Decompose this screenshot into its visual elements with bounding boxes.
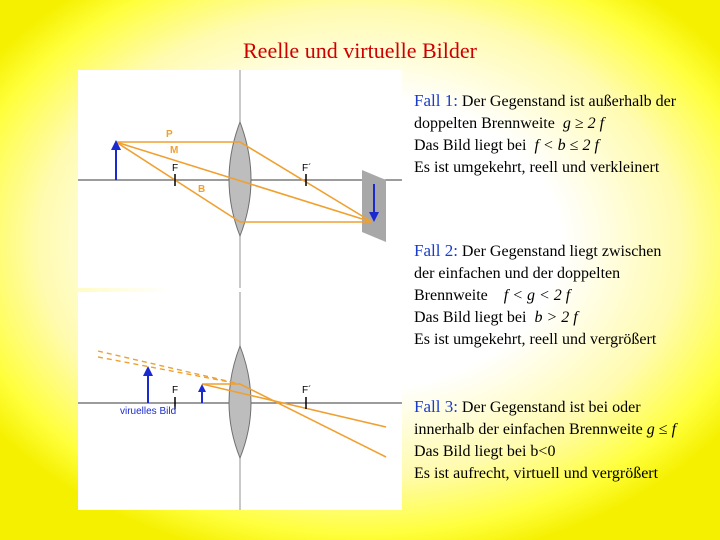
case-2-line4: Das Bild liegt bei bbox=[414, 309, 527, 326]
case-2-heading: Fall 2: bbox=[414, 241, 458, 260]
label-F: F bbox=[172, 163, 178, 174]
diagram-real-image: P M F F´ B bbox=[78, 70, 402, 288]
case-1-line2: doppelten Brennweite bbox=[414, 115, 555, 132]
case-1-heading: Fall 1: bbox=[414, 91, 458, 110]
label-F-prime: F´ bbox=[302, 384, 311, 396]
object-arrow-head bbox=[198, 384, 206, 392]
ray-center bbox=[115, 141, 373, 223]
virtual-extension-1 bbox=[97, 350, 241, 385]
case-1-formula-g: g ≥ 2 f bbox=[562, 115, 605, 132]
image-arrow-head bbox=[369, 212, 379, 222]
ray-focal bbox=[115, 141, 241, 223]
virtual-image-arrow-head bbox=[143, 366, 153, 376]
label-M: M bbox=[170, 145, 178, 156]
case-3-line4: Es ist aufrecht, virtuell und vergrößert bbox=[414, 465, 659, 482]
case-3-text: Fall 3: Der Gegenstand ist bei oder inne… bbox=[414, 396, 720, 485]
convex-lens bbox=[228, 120, 252, 238]
virtual-extension-2 bbox=[97, 356, 241, 385]
label-F-prime: F´ bbox=[302, 162, 311, 174]
object-arrow-head bbox=[111, 140, 121, 150]
case-3-line3: Das Bild liegt bei b<0 bbox=[414, 443, 556, 460]
case-1-text: Fall 1: Der Gegenstand ist außerhalb der… bbox=[414, 90, 720, 179]
case-3-heading: Fall 3: bbox=[414, 397, 458, 416]
diagram-virtual-image: F F´ viruelles Bild bbox=[78, 292, 402, 510]
case-3-line1: Der Gegenstand ist bei oder bbox=[461, 399, 641, 416]
page-title: Reelle und virtuelle Bilder bbox=[243, 38, 477, 63]
ray-center bbox=[201, 383, 387, 428]
case-1-line4: Es ist umgekehrt, reell und verkleinert bbox=[414, 159, 660, 176]
case-2-formula-b: b > 2 f bbox=[534, 309, 578, 326]
label-P: P bbox=[166, 129, 173, 140]
case-2-line2: der einfachen und der doppelten bbox=[414, 265, 621, 282]
case-3-line2: innerhalb der einfachen Brennweite bbox=[414, 421, 643, 438]
ray-parallel-refracted bbox=[239, 383, 387, 458]
case-2-line3: Brennweite bbox=[414, 287, 488, 304]
case-1-line3: Das Bild liegt bei bbox=[414, 137, 527, 154]
case-2-text: Fall 2: Der Gegenstand liegt zwischen de… bbox=[414, 240, 720, 351]
case-2-line5: Es ist umgekehrt, reell und vergrößert bbox=[414, 331, 657, 348]
case-3-formula-g: g ≤ f bbox=[646, 421, 677, 438]
label-virtual-image: viruelles Bild bbox=[120, 406, 176, 417]
case-1-formula-b: f < b ≤ 2 f bbox=[534, 137, 599, 154]
label-F: F bbox=[172, 385, 178, 396]
label-B: B bbox=[198, 184, 205, 195]
case-2-formula-g: f < g < 2 f bbox=[503, 287, 571, 304]
case-2-line1: Der Gegenstand liegt zwischen bbox=[461, 243, 662, 260]
convex-lens bbox=[228, 344, 252, 460]
case-1-line1: Der Gegenstand ist außerhalb der bbox=[461, 93, 677, 110]
